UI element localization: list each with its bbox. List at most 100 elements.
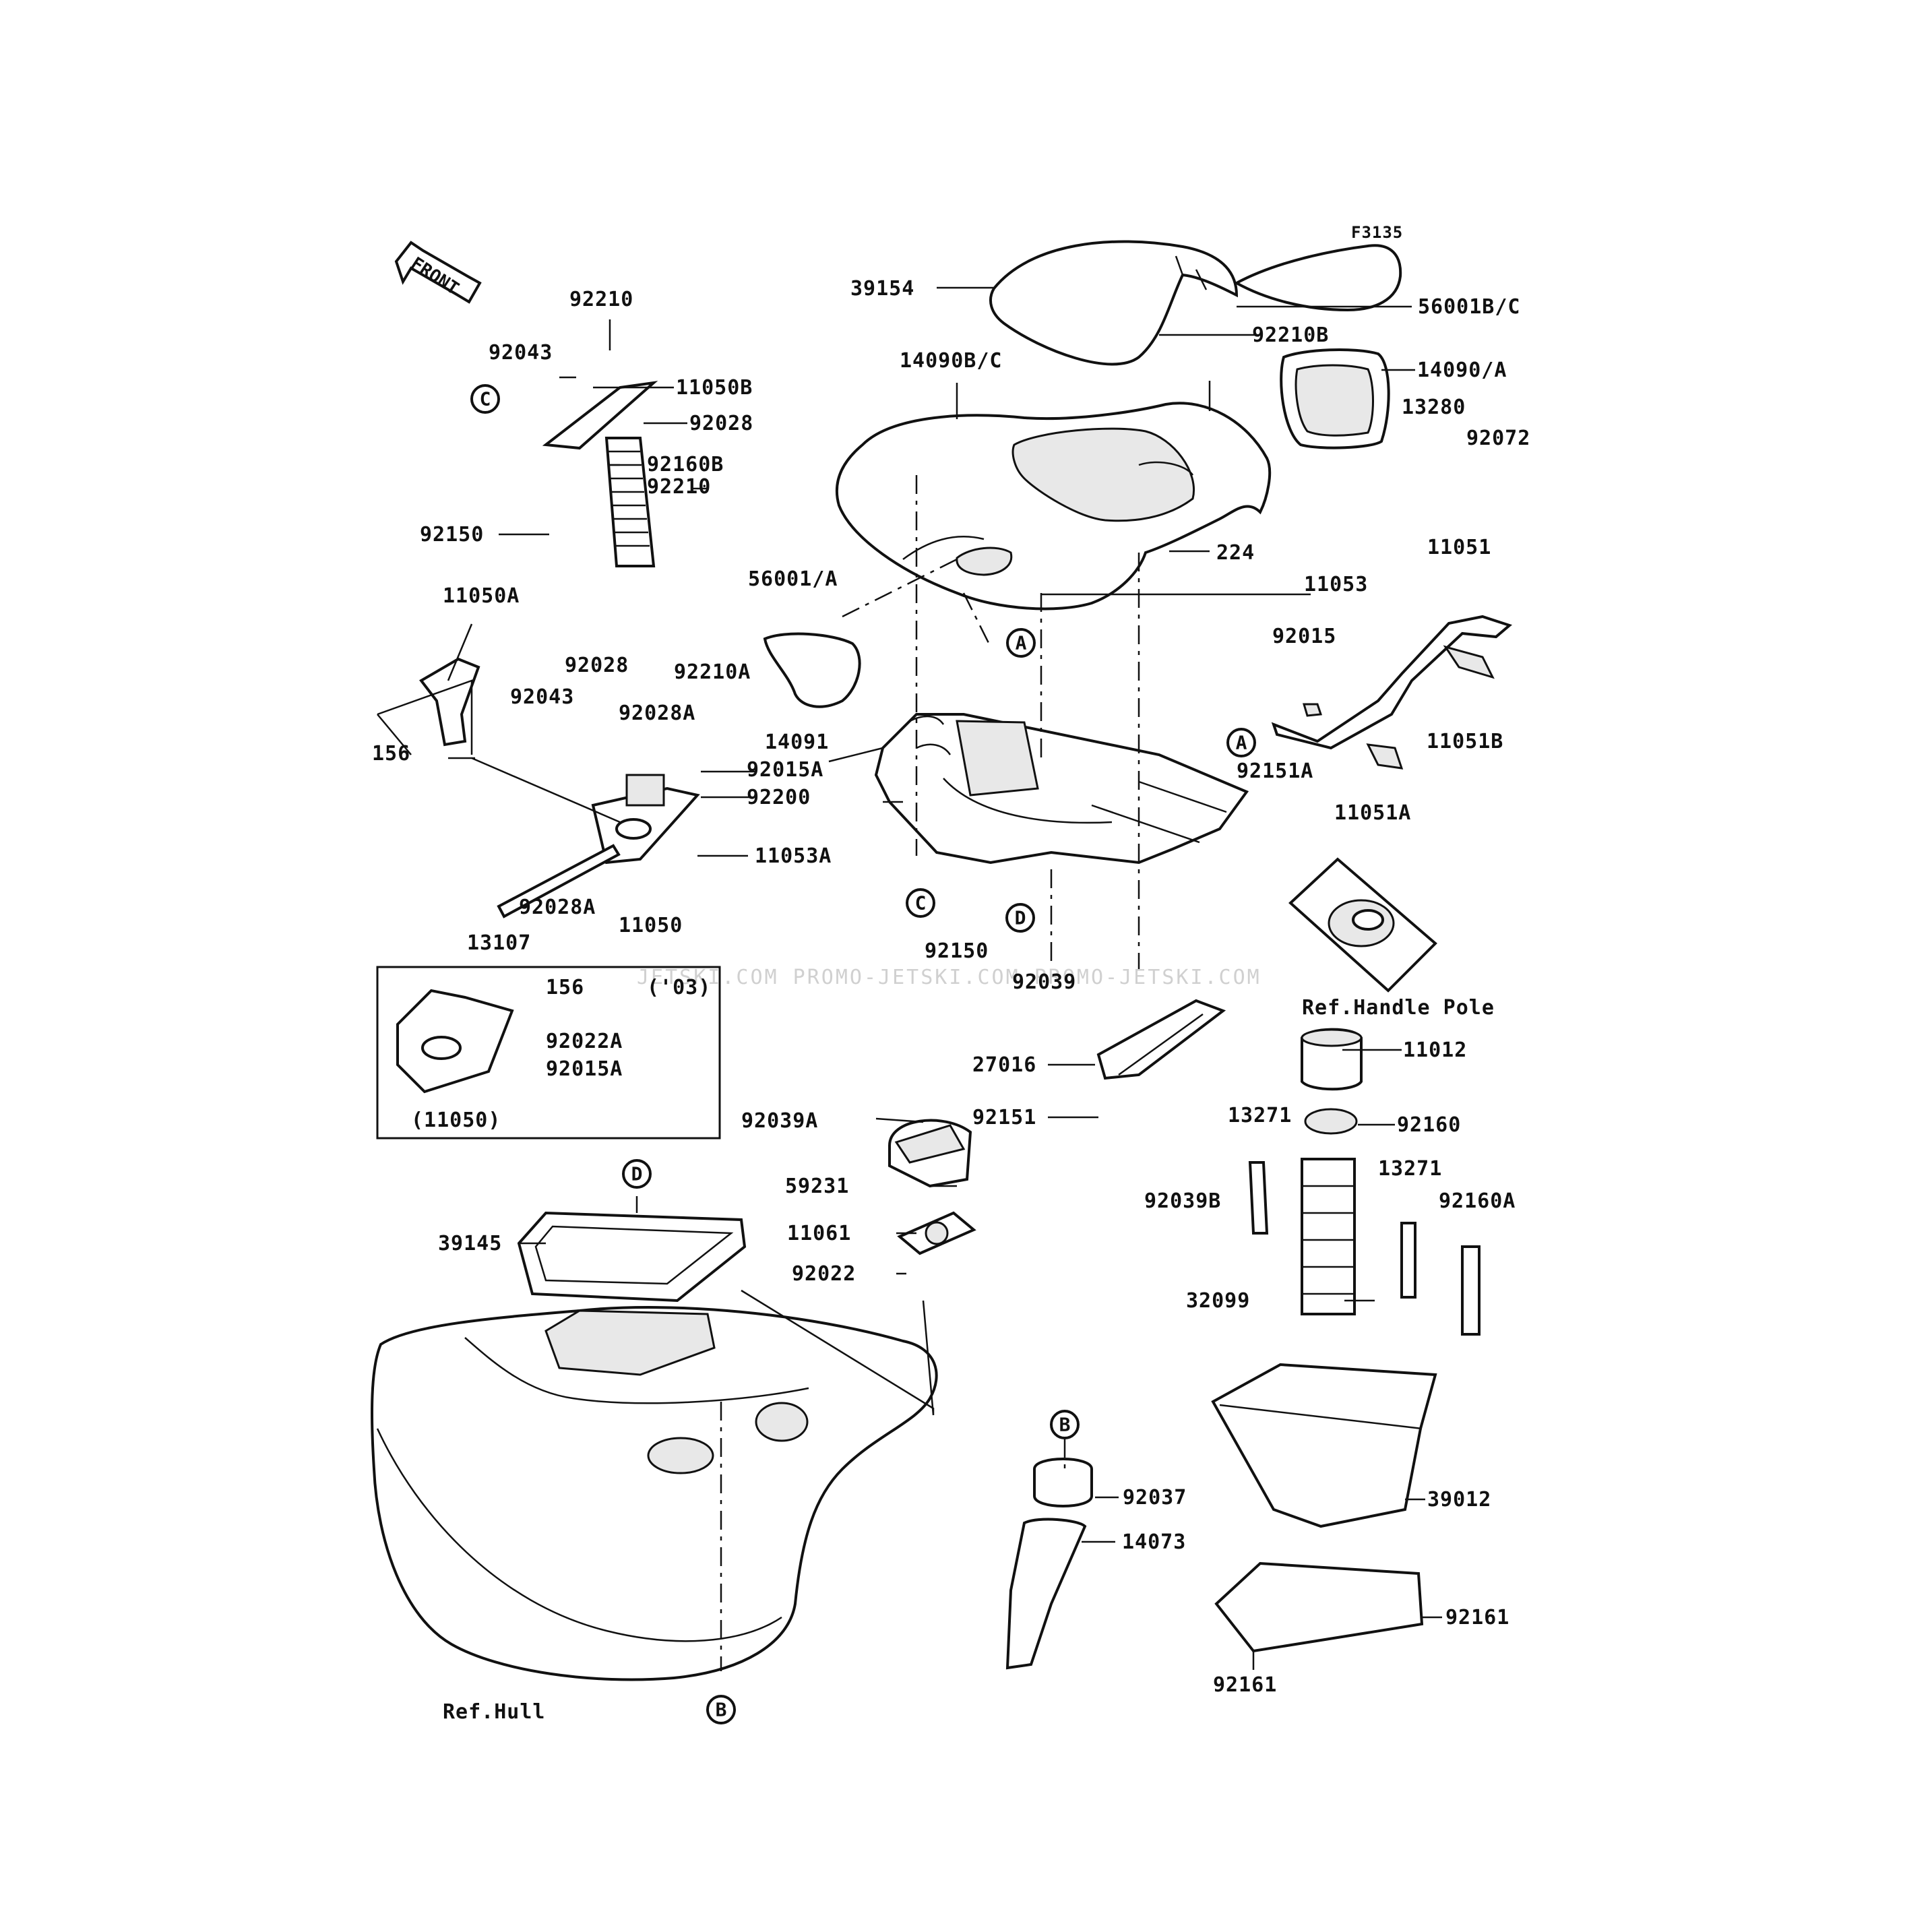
part-label-11050a: 11050A bbox=[443, 584, 520, 608]
part-label-39145: 39145 bbox=[438, 1232, 502, 1255]
part-label-92039: 92039 bbox=[1012, 970, 1076, 994]
callout-d-2: D bbox=[622, 1159, 652, 1189]
part-label-92150-center: 92150 bbox=[925, 939, 989, 963]
part-label-11051b: 11051B bbox=[1427, 730, 1503, 753]
hose-parts bbox=[1005, 1458, 1093, 1670]
part-label-92043-mid: 92043 bbox=[510, 685, 574, 709]
strip-parts bbox=[1248, 1161, 1481, 1336]
callout-c-1: C bbox=[470, 384, 500, 414]
callout-a-2: A bbox=[1226, 728, 1256, 757]
part-label-92200: 92200 bbox=[747, 786, 811, 809]
storage-bin-part bbox=[1211, 1363, 1437, 1528]
part-label-92161-bottom: 92161 bbox=[1213, 1673, 1277, 1697]
tray-part bbox=[874, 713, 1249, 865]
figure-code: F3135 bbox=[1351, 223, 1403, 242]
bellows-32099-part bbox=[1301, 1158, 1356, 1315]
part-label-13280: 13280 bbox=[1402, 396, 1466, 419]
part-label-92015a-inset: 92015A bbox=[546, 1057, 623, 1081]
part-label-14090b-c: 14090B/C bbox=[900, 349, 1003, 373]
svg-text:C: C bbox=[915, 892, 927, 914]
part-label-39012: 39012 bbox=[1427, 1488, 1491, 1512]
part-label-13271-left: 13271 bbox=[1228, 1104, 1292, 1127]
part-label-32099: 32099 bbox=[1186, 1289, 1250, 1313]
o-ring-part bbox=[1304, 1108, 1358, 1135]
callout-markers: A A B B C C D D bbox=[470, 384, 1256, 1724]
part-label-11053: 11053 bbox=[1304, 573, 1368, 596]
part-label-11053a: 11053A bbox=[755, 844, 832, 868]
svg-text:B: B bbox=[1059, 1414, 1071, 1436]
part-label-92151a: 92151A bbox=[1237, 759, 1313, 783]
plate-27016-part bbox=[1096, 999, 1226, 1080]
part-label-156-top: 156 bbox=[372, 742, 410, 766]
part-label-92210-mid: 92210 bbox=[647, 475, 711, 499]
inset-year-note: ('03) bbox=[647, 976, 711, 999]
part-label-92072: 92072 bbox=[1466, 427, 1530, 450]
front-arrow-icon bbox=[394, 241, 482, 304]
part-label-14090-a: 14090/A bbox=[1417, 359, 1507, 382]
svg-text:C: C bbox=[480, 388, 491, 410]
part-label-92037: 92037 bbox=[1123, 1486, 1187, 1509]
hull-part bbox=[371, 1306, 938, 1681]
part-label-92022: 92022 bbox=[792, 1262, 856, 1286]
part-label-92160: 92160 bbox=[1397, 1113, 1461, 1137]
part-label-ref-handle-pole: Ref.Handle Pole bbox=[1302, 996, 1495, 1020]
part-label-13107: 13107 bbox=[467, 931, 531, 955]
callout-b-1: B bbox=[1050, 1410, 1080, 1439]
svg-text:D: D bbox=[1015, 907, 1026, 929]
part-label-56001b-c: 56001B/C bbox=[1418, 295, 1521, 319]
callout-d-1: D bbox=[1005, 903, 1035, 933]
part-label-92210b: 92210B bbox=[1252, 323, 1329, 347]
part-label-92160a: 92160A bbox=[1439, 1189, 1516, 1213]
part-label-14073: 14073 bbox=[1122, 1530, 1186, 1554]
handle-pole-boot-part bbox=[1288, 857, 1437, 993]
part-label-92039a: 92039A bbox=[741, 1109, 818, 1133]
part-label-92161-right: 92161 bbox=[1445, 1606, 1509, 1629]
part-label-11051a: 11051A bbox=[1334, 801, 1411, 825]
svg-text:A: A bbox=[1236, 732, 1247, 754]
leader-lines bbox=[377, 286, 1442, 1671]
part-label-59231: 59231 bbox=[785, 1175, 849, 1198]
bracket-11051-part bbox=[1271, 615, 1513, 770]
cap-11012-part bbox=[1301, 1028, 1363, 1091]
part-label-92151: 92151 bbox=[972, 1106, 1036, 1129]
inset-box bbox=[376, 966, 721, 1140]
part-label-92210a: 92210A bbox=[674, 660, 751, 684]
part-label-13271-right: 13271 bbox=[1378, 1157, 1442, 1181]
gasket-39145-part bbox=[517, 1211, 747, 1303]
part-label-92022a: 92022A bbox=[546, 1030, 623, 1053]
part-label-11051: 11051 bbox=[1427, 536, 1491, 559]
part-label-92015a-top: 92015A bbox=[747, 758, 823, 782]
cover-part bbox=[763, 547, 1013, 708]
watermark-text: JETSKI.COM PROMO-JETSKI.COM PROMO-JETSKI… bbox=[637, 966, 1261, 989]
part-label-92043-top: 92043 bbox=[489, 341, 553, 365]
part-label-11050b: 11050B bbox=[676, 376, 753, 400]
left-hardware-parts bbox=[419, 381, 700, 918]
seat-cover-rear-part bbox=[1233, 244, 1402, 312]
part-label-14091: 14091 bbox=[765, 730, 829, 754]
part-label-92160b: 92160B bbox=[647, 453, 724, 476]
part-label-92150-left: 92150 bbox=[420, 523, 484, 547]
svg-text:D: D bbox=[631, 1163, 643, 1185]
part-label-11050: 11050 bbox=[619, 914, 683, 937]
rear-seat-part bbox=[989, 240, 1239, 366]
part-label-92028-mid: 92028 bbox=[565, 654, 629, 677]
part-label-ref-hull: Ref.Hull bbox=[443, 1700, 546, 1724]
callout-a-1: A bbox=[1006, 628, 1036, 658]
part-label-92210-top: 92210 bbox=[569, 288, 633, 311]
grille-parts bbox=[888, 1119, 976, 1255]
part-label-92028-top: 92028 bbox=[689, 412, 753, 435]
part-label-92028a-top: 92028A bbox=[619, 702, 695, 725]
part-label-224: 224 bbox=[1216, 541, 1255, 565]
part-label-92015: 92015 bbox=[1272, 625, 1336, 648]
inset-part-ref: (11050) bbox=[411, 1109, 501, 1132]
front-seat-part bbox=[835, 402, 1272, 611]
callout-c-2: C bbox=[906, 888, 935, 918]
part-label-56001-a: 56001/A bbox=[748, 567, 838, 591]
callout-b-2: B bbox=[706, 1695, 736, 1724]
part-labels: 39154 56001B/C 92210B 14090B/C 14090/A 1… bbox=[372, 277, 1530, 1724]
part-label-11012: 11012 bbox=[1403, 1038, 1467, 1062]
part-label-92039b: 92039B bbox=[1144, 1189, 1221, 1213]
rubber-pad-part bbox=[1280, 348, 1390, 449]
part-label-11061: 11061 bbox=[787, 1222, 851, 1245]
